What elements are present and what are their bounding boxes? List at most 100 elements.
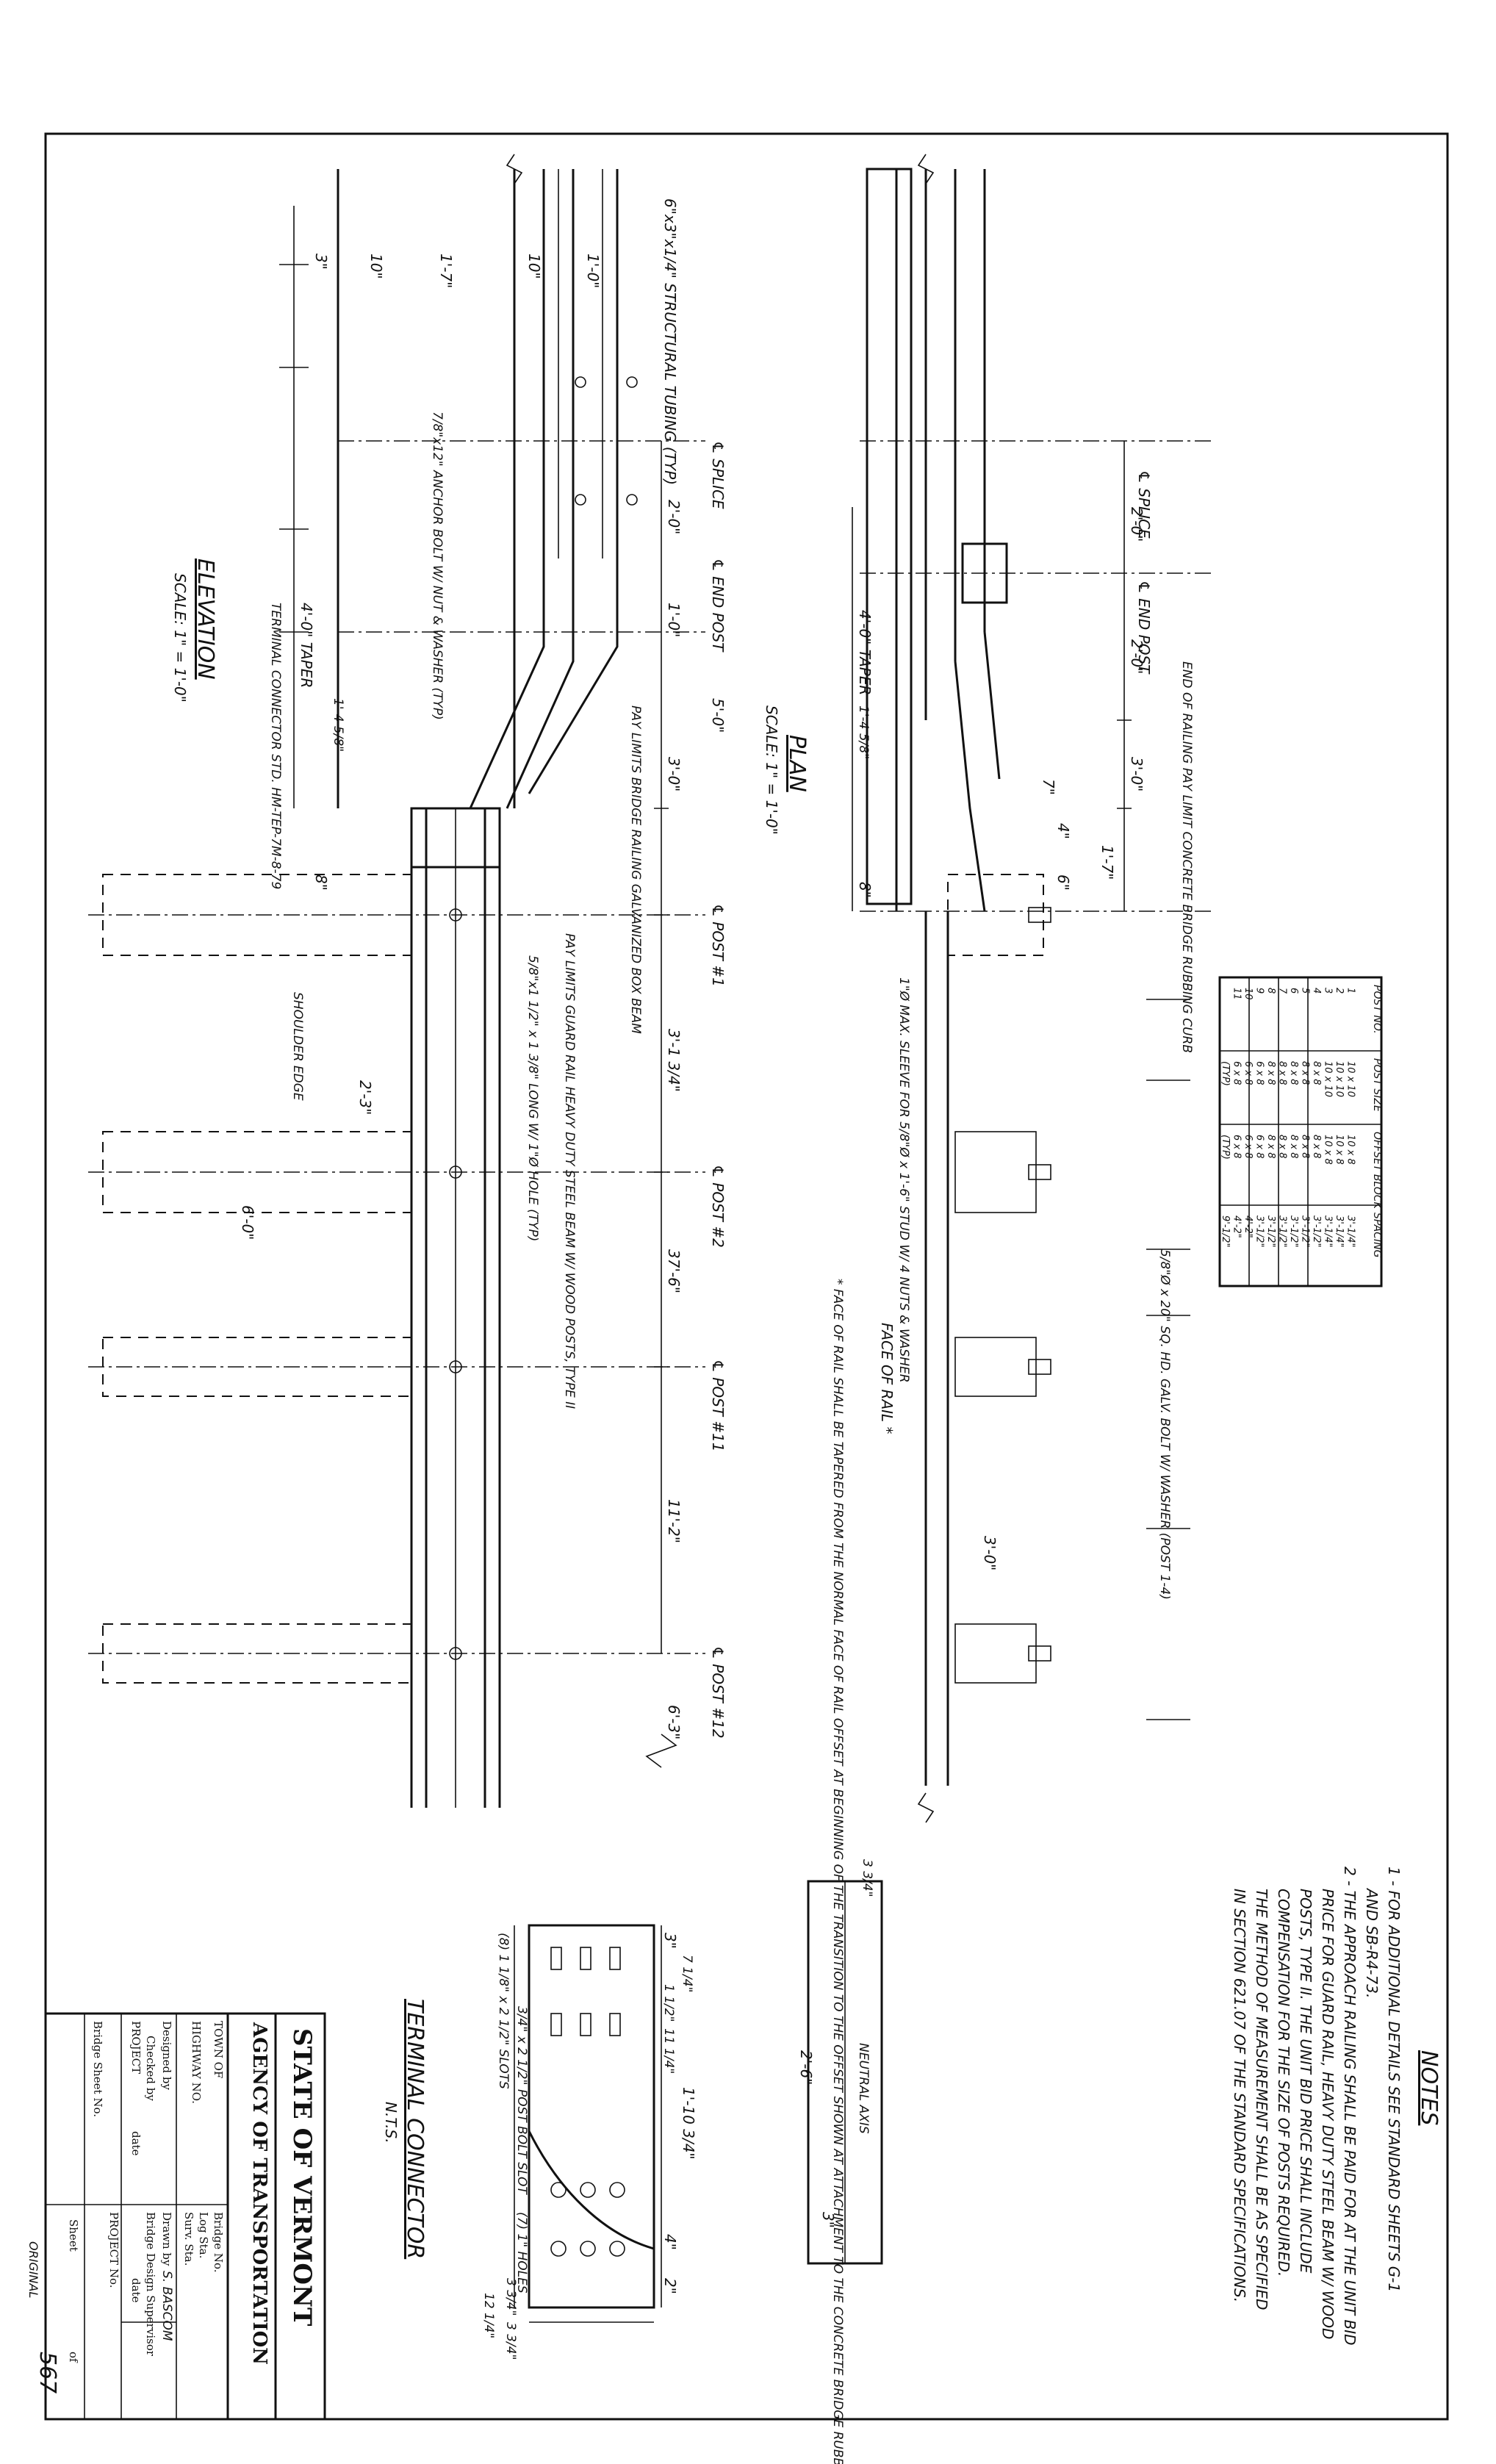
post-table-cell: (TYP) — [1220, 1061, 1231, 1086]
elevation-dim-2-0: 2'-0" — [665, 500, 683, 534]
plan-title: PLAN — [784, 735, 810, 792]
post-table-cell: 7 — [1277, 988, 1288, 994]
note-line-0: 1 - FOR ADDITIONAL DETAILS SEE STANDARD … — [1385, 1867, 1403, 2292]
elevation-anchor-bolt-label: 7/8"x12" ANCHOR BOLT W/ NUT & WASHER (TY… — [430, 412, 445, 720]
elevation-dim-8: 8" — [312, 874, 330, 891]
plan-dim-6: 6" — [1054, 874, 1072, 891]
connector-dim-2-6: 2'-6" — [797, 2050, 815, 2085]
plan-splice: ℄ SPLICE — [1135, 470, 1153, 539]
post-table-cell: 3 — [1323, 988, 1334, 994]
elevation-dim-10a: 10" — [367, 254, 385, 279]
elevation-dim-11-2: 11'-2" — [665, 1499, 683, 1543]
elevation-dim-6-3: 6'-3" — [665, 1705, 683, 1739]
post-table-header: OFFSET BLOCK — [1371, 1132, 1383, 1210]
note-line-5: COMPENSATION FOR THE SIZE OF POSTS REQUI… — [1275, 1889, 1292, 2277]
post-table-cell: 6 — [1288, 988, 1299, 994]
note-line-4: POSTS, TYPE II. THE UNIT BID PRICE SHALL… — [1297, 1889, 1315, 2274]
post-table-cell: 3'-1/2" — [1254, 1215, 1265, 1247]
elevation-dim-37-6: 37'-6" — [665, 1249, 683, 1293]
connector-slot-label: (8) 1 1/8" x 2 1/2" SLOTS — [496, 1933, 511, 2089]
elevation-dim-1-7: 1'-7" — [437, 254, 455, 288]
elevation-dim-3-left: 3" — [312, 254, 330, 270]
plan-face-of-rail: FACE OF RAIL * — [878, 1323, 896, 1434]
post-table-cell: 6 x 8 — [1231, 1135, 1243, 1159]
title-drawn-by-value: S. BASCOM — [159, 2271, 174, 2341]
title-original: ORIGINAL — [26, 2241, 40, 2298]
title-surv-sta: Surv. Sta. — [182, 2212, 195, 2266]
connector-post-bolt: 3/4" x 2 1/2" POST BOLT SLOT — [514, 2006, 529, 2195]
elevation-post1: ℄ POST #1 — [709, 904, 727, 987]
post-table-cell: 8 x 8 — [1265, 1135, 1276, 1159]
post-table-cell: 8 — [1265, 988, 1276, 994]
post-table-cell: 10 x 10 — [1323, 1061, 1334, 1097]
plan-footnote: * FACE OF RAIL SHALL BE TAPERED FROM THE… — [830, 1279, 845, 2464]
elevation-splice-label: ℄ SPLICE — [709, 441, 727, 509]
post-table-cell: 8 x 8 — [1277, 1061, 1288, 1085]
plan-dim-2-0a: 2'-0" — [1128, 507, 1146, 542]
connector-dim-4: 4" — [661, 2234, 679, 2250]
terminal-connector-view: NEUTRAL AXIS 3 3/4" 2'-6" 3" 3" 7 1/4" 1… — [382, 1859, 883, 2360]
plan-dim-8: 8" — [856, 882, 874, 898]
post-table-cell: 5 — [1300, 988, 1311, 994]
connector-holes: (7) 1" HOLES — [514, 2212, 529, 2294]
elevation-dim-3-0: 3'-0" — [665, 757, 683, 791]
post-table-cell: 3'-1/2" — [1300, 1215, 1311, 1247]
post-table-header: POST NO. — [1371, 985, 1383, 1034]
plan-end-post: ℄ END POST — [1135, 581, 1153, 675]
post-table-cell: 6 x 8 — [1243, 1135, 1254, 1159]
title-project-no: PROJECT No. — [107, 2212, 121, 2288]
title-checked-by: Checked by — [144, 2036, 157, 2101]
title-page-number: 567 — [35, 2352, 60, 2393]
post-table-cell: 2 — [1334, 988, 1345, 994]
title-highway-no: HIGHWAY NO. — [190, 2021, 203, 2104]
post-table-cell: 3'-1/4" — [1323, 1215, 1334, 1247]
plan-dim-2-0b: 2'-0" — [1128, 639, 1146, 674]
connector-dim-3: 3" — [819, 2212, 837, 2228]
elevation-dim-1-4: 1'-4 5/8" — [331, 698, 345, 752]
plan-dim-7: 7" — [1040, 779, 1057, 795]
post-table-cell: 3'-1/4" — [1334, 1215, 1345, 1247]
post-table-cell: 8 x 8 — [1288, 1135, 1299, 1159]
post-table-cell: 8 x 8 — [1300, 1061, 1311, 1085]
plan-view: END OF RAILING PAY LIMIT CONCRETE BRIDGE… — [763, 154, 1212, 2464]
connector-dim-11-3-4: 11 1/4" — [661, 2028, 676, 2074]
title-drawn-by: Drawn by — [160, 2212, 173, 2266]
title-bridge-sheet-no: Bridge Sheet No. — [91, 2021, 104, 2117]
elevation-post11: ℄ POST #11 — [709, 1359, 727, 1452]
title-bridge-no: Bridge No. — [212, 2212, 225, 2273]
post-table-cell: 6 x 8 — [1254, 1061, 1265, 1085]
connector-dim-11-1-2: 1 1/2" — [661, 1984, 676, 2022]
connector-dim-1-10: 1'-10 3/4" — [680, 2087, 697, 2160]
plan-dim-4: 4" — [1054, 823, 1072, 839]
note-line-1: AND SB-R4-73. — [1363, 1887, 1381, 1998]
plan-scale: SCALE: 1" = 1'-0" — [763, 705, 780, 835]
post-table-cell: 10 x 10 — [1345, 1061, 1356, 1097]
elevation-post2: ℄ POST #2 — [709, 1165, 727, 1248]
elevation-scale: SCALE: 1" = 1'-0" — [171, 573, 189, 703]
note-line-6: THE METHOD OF MEASUREMENT SHALL BE AS SP… — [1253, 1889, 1270, 2310]
elevation-title: ELEVATION — [193, 558, 218, 680]
elevation-end-post-label: ℄ END POST — [709, 558, 727, 653]
plan-dim-1-4: 1'-4 5/8" — [856, 705, 871, 759]
plan-bolt-label: 5/8"Ø x 20" SQ. HD. GALV. BOLT W/ WASHER… — [1157, 1249, 1172, 1600]
connector-dim-7-1-4: 7 1/4" — [680, 1955, 694, 1992]
post-table-cell: 8 x 8 — [1277, 1135, 1288, 1159]
post-table-cell: 4 — [1311, 988, 1322, 994]
post-table-cell: 8 x 8 — [1288, 1061, 1299, 1085]
notes-section: NOTES 1 - FOR ADDITIONAL DETAILS SEE STA… — [1231, 1867, 1442, 2346]
elevation-dim-6-0: 6'-0" — [239, 1205, 256, 1240]
elevation-dim-5ft: 5'-0" — [709, 698, 727, 733]
title-log-sta: Log Sta. — [197, 2212, 210, 2258]
post-table-cell: 3'-1/2" — [1277, 1215, 1288, 1247]
note-line-3: PRICE FOR GUARD RAIL, HEAVY DUTY STEEL B… — [1319, 1889, 1337, 2339]
post-table-cell: 9 — [1254, 988, 1265, 994]
post-table-cell: 8 x 8 — [1311, 1061, 1322, 1085]
plan-dim-3-0b: 3'-0" — [981, 1536, 999, 1570]
note-line-2: 2 - THE APPROACH RAILING SHALL BE PAID F… — [1341, 1867, 1359, 2346]
post-table-cell: 10 x 8 — [1334, 1135, 1345, 1165]
title-designed-by: Designed by — [160, 2021, 173, 2091]
elevation-dim-2-3: 2'-3" — [356, 1080, 374, 1115]
post-table-header: POST SIZE — [1371, 1058, 1383, 1112]
